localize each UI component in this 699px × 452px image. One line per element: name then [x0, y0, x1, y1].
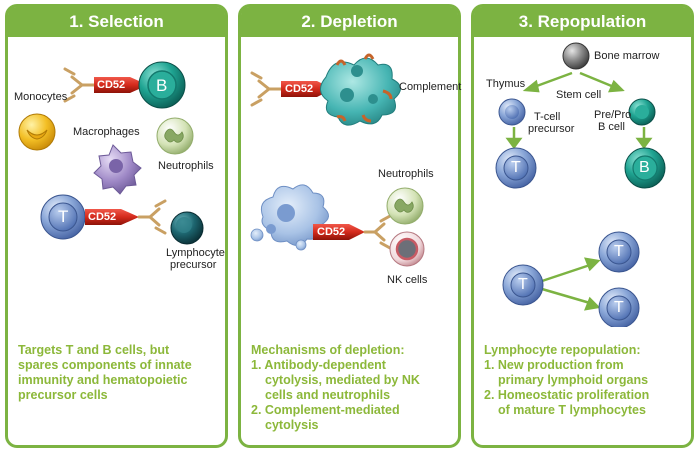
description-line: 2. Complement-mediated	[251, 403, 400, 417]
nk-cell-icon	[389, 231, 425, 267]
cd52-receptor-icon	[85, 209, 139, 225]
antibody-icon	[137, 199, 167, 235]
label-thymus: Thymus	[486, 78, 526, 90]
panel-repopulation: 3. Repopulation Bone marrow Thymus Stem …	[471, 4, 694, 448]
t-cell-icon	[598, 287, 640, 327]
description-line: precursor cells	[18, 388, 108, 402]
description-line: immunity and hematopoietic	[18, 373, 188, 387]
depletion-diagram: CD52 Complement Neutrophils CD52 NK cell…	[241, 37, 462, 327]
repopulation-illustration	[495, 42, 666, 327]
antibody-icon	[63, 67, 96, 103]
description-line: of mature T lymphocytes	[498, 403, 646, 417]
macrophage-icon	[93, 144, 142, 195]
antibody-icon	[363, 214, 392, 250]
selection-description: Targets T and B cells, but spares compon…	[18, 343, 217, 403]
label-pre-pro-b-cell-line2: B cell	[598, 121, 625, 133]
monocyte-icon	[18, 113, 56, 151]
label-bone-marrow: Bone marrow	[594, 50, 660, 62]
label-t-cell: T	[614, 299, 624, 316]
repopulation-diagram: Bone marrow Thymus Stem cell T-cell prec…	[474, 37, 691, 327]
label-pre-pro-b-cell-line1: Pre/Pro	[594, 109, 632, 121]
description-heading: Lymphocyte repopulation:	[484, 343, 641, 357]
cd52-receptor-icon	[313, 224, 365, 240]
neutrophil-icon	[156, 117, 194, 155]
t-cell-icon	[495, 147, 537, 189]
label-neutrophils: Neutrophils	[158, 160, 214, 172]
complement-complex-icon	[320, 53, 401, 126]
repopulation-description: Lymphocyte repopulation: 1. New producti…	[484, 343, 683, 418]
depletion-illustration	[250, 53, 425, 267]
b-cell-icon	[138, 61, 186, 109]
panel-title-repopulation: 3. Repopulation	[474, 7, 691, 37]
selection-diagram: CD52 B Monocytes Macrophages Neutrophils…	[8, 37, 225, 327]
label-cd52: CD52	[97, 79, 126, 91]
pre-pro-b-cell-icon	[628, 98, 656, 126]
description-heading: Mechanisms of depletion:	[251, 343, 405, 357]
label-lymphocyte-precursor-line2: precursor	[170, 259, 217, 271]
label-nk-cells: NK cells	[387, 274, 428, 286]
label-t-cell: T	[511, 159, 521, 176]
panel-depletion: 2. Depletion	[238, 4, 461, 448]
label-neutrophils: Neutrophils	[378, 168, 434, 180]
selection-illustration	[18, 61, 204, 245]
lymphocyte-precursor-icon	[170, 211, 204, 245]
label-t-cell: T	[58, 207, 69, 226]
lysing-lymphocyte-icon	[250, 184, 329, 251]
description-line: primary lymphoid organs	[498, 373, 649, 387]
description-line: spares components of innate	[18, 358, 192, 372]
label-b-cell: B	[156, 76, 168, 95]
description-line: 2. Homeostatic proliferation	[484, 388, 650, 402]
label-cd52: CD52	[317, 226, 346, 238]
description-line: 1. Antibody-dependent	[251, 358, 386, 372]
neutrophil-icon	[386, 187, 424, 225]
label-complement: Complement	[399, 81, 462, 93]
t-cell-precursor-icon	[498, 98, 526, 126]
label-lymphocyte-precursor-line1: Lymphocyte	[166, 247, 225, 259]
antibody-icon	[250, 71, 283, 107]
label-t-cell-precursor-line1: T-cell	[534, 111, 561, 123]
description-line: cells and neutrophils	[265, 388, 391, 402]
label-monocytes: Monocytes	[14, 91, 68, 103]
panel-title-selection: 1. Selection	[8, 7, 225, 37]
t-cell-icon	[598, 231, 640, 273]
description-line: cytolysis	[265, 418, 319, 432]
panel-title-depletion: 2. Depletion	[241, 7, 458, 37]
description-line: 1. New production from	[484, 358, 624, 372]
label-cd52: CD52	[285, 83, 314, 95]
label-stem-cell: Stem cell	[556, 89, 602, 101]
label-b-cell: B	[639, 159, 650, 176]
stem-cell-icon	[562, 42, 590, 70]
t-cell-icon	[502, 264, 544, 306]
label-t-cell: T	[614, 243, 624, 260]
label-cd52: CD52	[88, 211, 117, 223]
panel-selection: 1. Selection	[5, 4, 228, 448]
b-cell-icon	[624, 147, 666, 189]
label-t-cell-precursor-line2: precursor	[528, 123, 575, 135]
label-t-cell: T	[518, 276, 528, 293]
label-macrophages: Macrophages	[73, 126, 140, 138]
description-line: Targets T and B cells, but	[18, 343, 170, 357]
description-line: cytolysis, mediated by NK	[265, 373, 420, 387]
depletion-description: Mechanisms of depletion: 1. Antibody-dep…	[251, 343, 450, 433]
lineage-arrows	[505, 71, 653, 311]
